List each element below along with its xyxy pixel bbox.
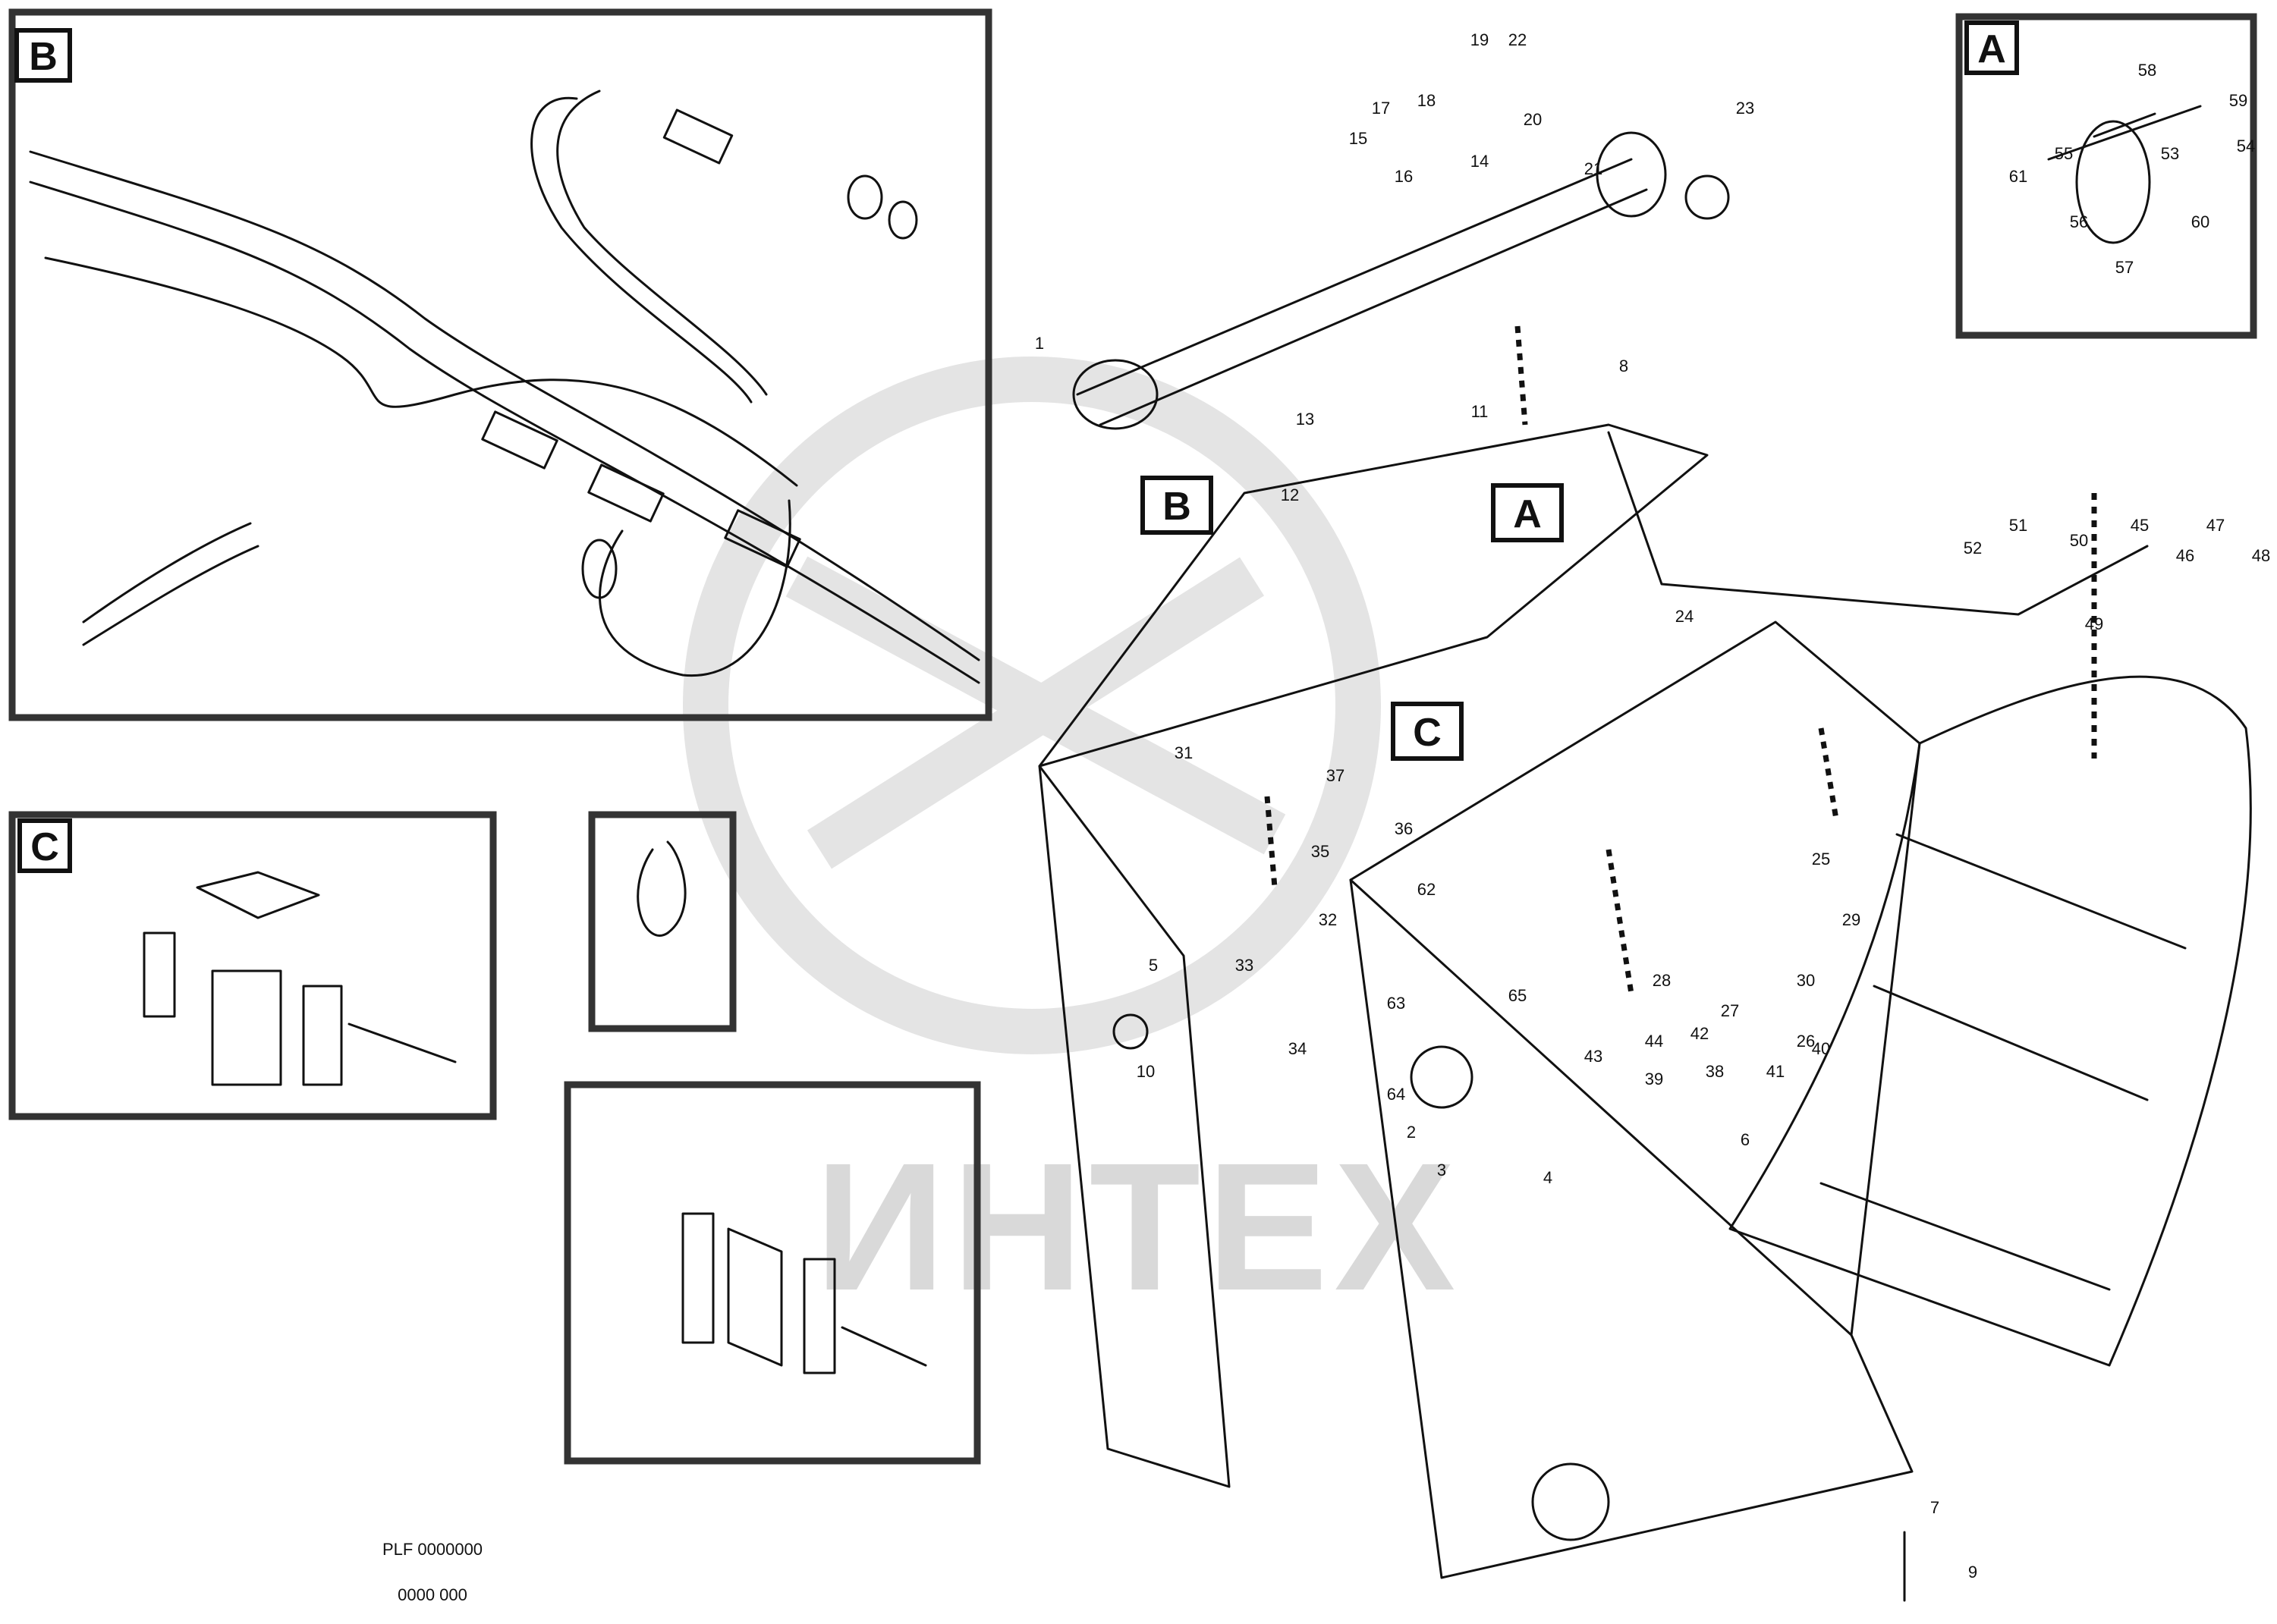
callout-57: 57 — [2115, 258, 2134, 277]
callout-63: 63 — [1387, 994, 1405, 1013]
callout-4: 4 — [1543, 1168, 1552, 1187]
callout-13: 13 — [1296, 410, 1314, 429]
callout-15: 15 — [1349, 129, 1367, 148]
callout-29: 29 — [1842, 910, 1860, 929]
callout-9: 9 — [1968, 1563, 1977, 1582]
callout-35: 35 — [1311, 842, 1329, 861]
callout-46: 46 — [2176, 546, 2194, 565]
callout-18: 18 — [1417, 91, 1436, 110]
callout-51: 51 — [2009, 516, 2027, 535]
callout-59: 59 — [2229, 91, 2247, 110]
callout-40: 40 — [1812, 1039, 1830, 1058]
detail-b-panel: B — [8, 8, 992, 721]
callout-16: 16 — [1395, 167, 1413, 186]
callout-52: 52 — [1964, 539, 1982, 558]
callout-3: 3 — [1437, 1161, 1446, 1180]
callout-30: 30 — [1797, 971, 1815, 990]
callout-5: 5 — [1149, 956, 1158, 975]
callout-34: 34 — [1288, 1039, 1307, 1058]
detail-c-panel: C — [8, 811, 497, 1120]
bracket-detail-panel — [564, 1081, 981, 1465]
callout-37: 37 — [1326, 766, 1344, 785]
detail-a-panel: A — [1955, 13, 2257, 339]
main-tag-a: A — [1513, 492, 1542, 536]
callout-38: 38 — [1706, 1062, 1724, 1081]
callout-41: 41 — [1766, 1062, 1785, 1081]
callout-36: 36 — [1395, 819, 1413, 838]
callout-45: 45 — [2131, 516, 2149, 535]
main-tag-b: B — [1162, 485, 1191, 529]
callout-27: 27 — [1721, 1001, 1739, 1020]
callout-61: 61 — [2009, 167, 2027, 186]
callout-55: 55 — [2055, 144, 2073, 163]
callout-10: 10 — [1137, 1062, 1155, 1081]
callout-23: 23 — [1736, 99, 1754, 118]
hose-detail-panel — [588, 811, 737, 1032]
watermark: ИНТЕХ — [683, 357, 1462, 1328]
callout-56: 56 — [2070, 212, 2088, 231]
callout-24: 24 — [1675, 607, 1694, 626]
callout-64: 64 — [1387, 1085, 1405, 1104]
callout-12: 12 — [1281, 485, 1299, 504]
callout-31: 31 — [1175, 743, 1193, 762]
callout-50: 50 — [2070, 531, 2088, 550]
callout-25: 25 — [1812, 850, 1830, 869]
callout-26: 26 — [1797, 1032, 1815, 1051]
footer-doc-ref: PLF 0000000 — [382, 1540, 483, 1559]
callout-39: 39 — [1645, 1070, 1663, 1088]
callout-14: 14 — [1470, 152, 1489, 171]
callout-7: 7 — [1930, 1498, 1939, 1517]
callout-17: 17 — [1372, 99, 1390, 118]
callout-1: 1 — [1035, 334, 1044, 353]
callout-58: 58 — [2138, 61, 2156, 80]
callout-44: 44 — [1645, 1032, 1663, 1051]
callout-28: 28 — [1653, 971, 1671, 990]
callout-11: 11 — [1471, 402, 1489, 421]
callout-32: 32 — [1319, 910, 1337, 929]
callout-62: 62 — [1417, 880, 1436, 899]
callout-19: 19 — [1470, 30, 1489, 49]
callout-22: 22 — [1508, 30, 1527, 49]
callout-8: 8 — [1619, 357, 1628, 375]
callout-2: 2 — [1407, 1123, 1416, 1142]
detail-b-tag: B — [29, 35, 58, 79]
callout-47: 47 — [2206, 516, 2225, 535]
detail-c-tag: C — [30, 825, 59, 869]
callout-42: 42 — [1690, 1024, 1709, 1043]
main-tag-c: C — [1413, 711, 1442, 755]
footer-sheet: 0000 000 — [398, 1585, 467, 1604]
callout-33: 33 — [1235, 956, 1253, 975]
callout-21: 21 — [1584, 159, 1602, 178]
callout-6: 6 — [1741, 1130, 1750, 1149]
main-assembly: A B C — [1038, 131, 2252, 1602]
callout-48: 48 — [2252, 546, 2270, 565]
callout-43: 43 — [1584, 1047, 1602, 1066]
callout-53: 53 — [2161, 144, 2179, 163]
detail-a-tag: A — [1977, 27, 2006, 71]
callout-49: 49 — [2085, 614, 2103, 633]
callout-54: 54 — [2237, 137, 2255, 155]
callout-20: 20 — [1524, 110, 1542, 129]
callout-60: 60 — [2191, 212, 2209, 231]
watermark-text: ИНТЕХ — [815, 1125, 1462, 1328]
callout-65: 65 — [1508, 986, 1527, 1005]
